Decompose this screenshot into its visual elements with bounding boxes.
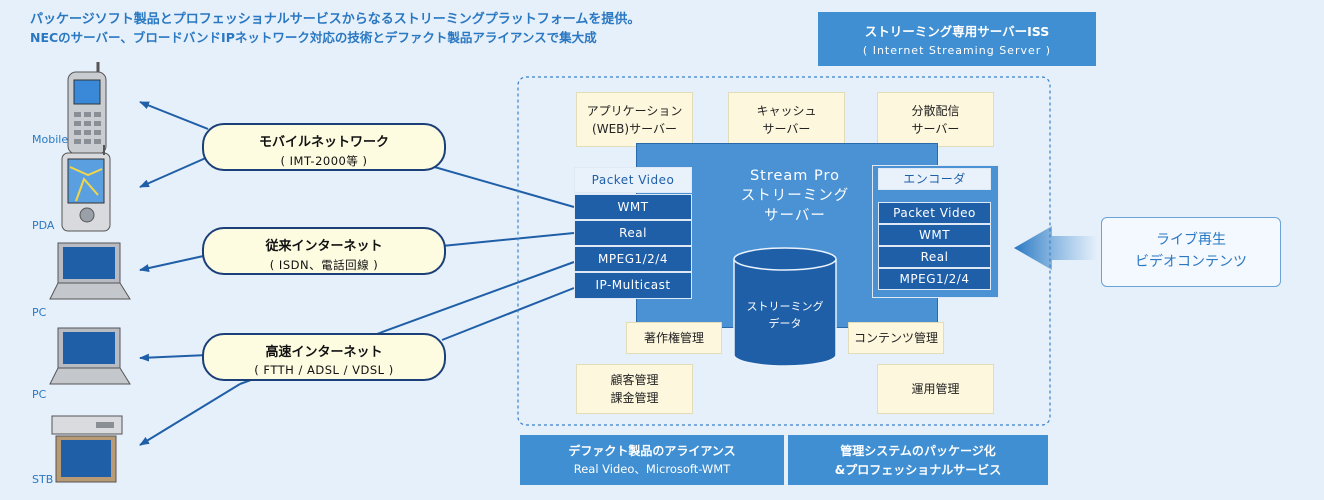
encoder-title: エンコーダ (878, 168, 991, 190)
device-label-pda: PDA (32, 219, 55, 232)
device-label-mobile: Mobile (32, 133, 69, 146)
pda-icon (61, 145, 111, 232)
database-label-line-1: ストリーミング (746, 300, 824, 313)
codec-real: Real (574, 220, 692, 246)
encoder-real: Real (878, 246, 991, 268)
defacto-alliance-box: デファクト製品のアライアンス Real Video、Microsoft-WMT (520, 435, 784, 485)
live-line-1: ライブ再生 (1156, 232, 1226, 248)
server-line-1: キャッシュ (756, 103, 817, 118)
line-multicast-highspeed (441, 287, 575, 341)
alliance-title: デファクト製品のアライアンス (568, 444, 736, 458)
content-management: コンテンツ管理 (848, 322, 944, 354)
arrow-to-mobile (139, 101, 209, 130)
device-label-pc-1: PC (32, 306, 47, 319)
server-line-2: (WEB)サーバー (592, 121, 677, 136)
codec-packet-video: Packet Video (574, 167, 692, 193)
codec-ip-multicast: IP-Multicast (574, 272, 692, 299)
iss-subtitle: ( Internet Streaming Server ) (862, 44, 1052, 57)
network-conventional: 従来インターネット ( ISDN、電話回線 ) (202, 227, 446, 275)
billing-management-label: 課金管理 (610, 391, 659, 405)
app-web-server: アプリケーション (WEB)サーバー (576, 92, 693, 147)
laptop-icon (49, 327, 131, 385)
line-real-internet (441, 232, 575, 247)
customer-billing-management: 顧客管理 課金管理 (576, 364, 693, 414)
live-line-2: ビデオコンテンツ (1135, 254, 1247, 270)
codec-mpeg: MPEG1/2/4 (574, 246, 692, 272)
encoder-wmt: WMT (878, 224, 991, 246)
network-name: モバイルネットワーク (258, 135, 389, 150)
cache-server: キャッシュ サーバー (728, 92, 845, 147)
iss-box: ストリーミング専用サーバーISS ( Internet Streaming Se… (818, 12, 1096, 66)
page-heading: パッケージソフト製品とプロフェッショナルサービスからなるストリーミングプラットフ… (30, 11, 640, 47)
line-wmt-mobile (409, 159, 575, 208)
server-line-2: サーバー (762, 121, 811, 136)
package-title: 管理システムのパッケージ化 (840, 444, 996, 458)
management-package-box: 管理システムのパッケージ化 &プロフェッショナルサービス (788, 435, 1048, 485)
iss-title: ストリーミング専用サーバーISS (864, 24, 1050, 39)
codec-stack: Packet Video WMT Real MPEG1/2/4 IP-Multi… (574, 167, 692, 299)
server-title-line-1: Stream Pro (749, 168, 841, 184)
set-top-box-icon (51, 415, 123, 483)
heading-line-2: NECのサーバー、ブロードバンドIPネットワーク対応の技術とデファクト製品アライ… (30, 30, 597, 45)
network-detail: ( ISDN、電話回線 ) (269, 258, 379, 272)
arrow-to-pc-2 (139, 353, 209, 362)
arrow-to-pda (139, 156, 209, 188)
laptop-icon (49, 242, 131, 300)
device-label-stb: STB (32, 473, 54, 486)
customer-management-label: 顧客管理 (610, 373, 659, 387)
heading-line-1: パッケージソフト製品とプロフェッショナルサービスからなるストリーミングプラットフ… (30, 12, 641, 27)
server-line-1: 分散配信 (911, 103, 960, 118)
iss-dashed-frame (517, 76, 1051, 426)
codec-wmt: WMT (574, 194, 692, 220)
network-highspeed: 高速インターネット ( FTTH / ADSL / VDSL ) (202, 333, 446, 381)
server-title: Stream Pro ストリーミング サーバー (695, 166, 895, 226)
encoder-mpeg: MPEG1/2/4 (878, 268, 991, 290)
server-title-line-2: ストリーミング (740, 188, 850, 204)
package-subtitle: &プロフェッショナルサービス (834, 463, 1002, 477)
device-label-pc-2: PC (32, 388, 47, 401)
distribution-server: 分散配信 サーバー (877, 92, 994, 147)
arrow-to-pc-1 (139, 254, 209, 272)
encoder-packet-video: Packet Video (878, 202, 991, 224)
alliance-subtitle: Real Video、Microsoft-WMT (573, 462, 731, 476)
live-input-arrow (1014, 226, 1098, 270)
network-name: 高速インターネット (265, 345, 383, 360)
server-line-1: アプリケーション (586, 103, 683, 118)
mobile-phone-icon (67, 62, 107, 155)
network-detail: ( IMT-2000等 ) (280, 154, 368, 168)
server-title-line-3: サーバー (764, 208, 826, 224)
operations-management: 運用管理 (877, 364, 994, 414)
database-label-line-2: データ (768, 317, 802, 330)
network-detail: ( FTTH / ADSL / VDSL ) (254, 363, 394, 377)
server-line-2: サーバー (911, 121, 960, 136)
arrow-to-stb (139, 383, 241, 446)
database-label: ストリーミング データ (735, 298, 835, 332)
network-mobile: モバイルネットワーク ( IMT-2000等 ) (202, 123, 446, 171)
database-cylinder-icon (733, 247, 837, 367)
network-name: 従来インターネット (265, 239, 383, 254)
copyright-management: 著作権管理 (626, 322, 722, 354)
live-video-content: ライブ再生 ビデオコンテンツ (1101, 217, 1281, 287)
